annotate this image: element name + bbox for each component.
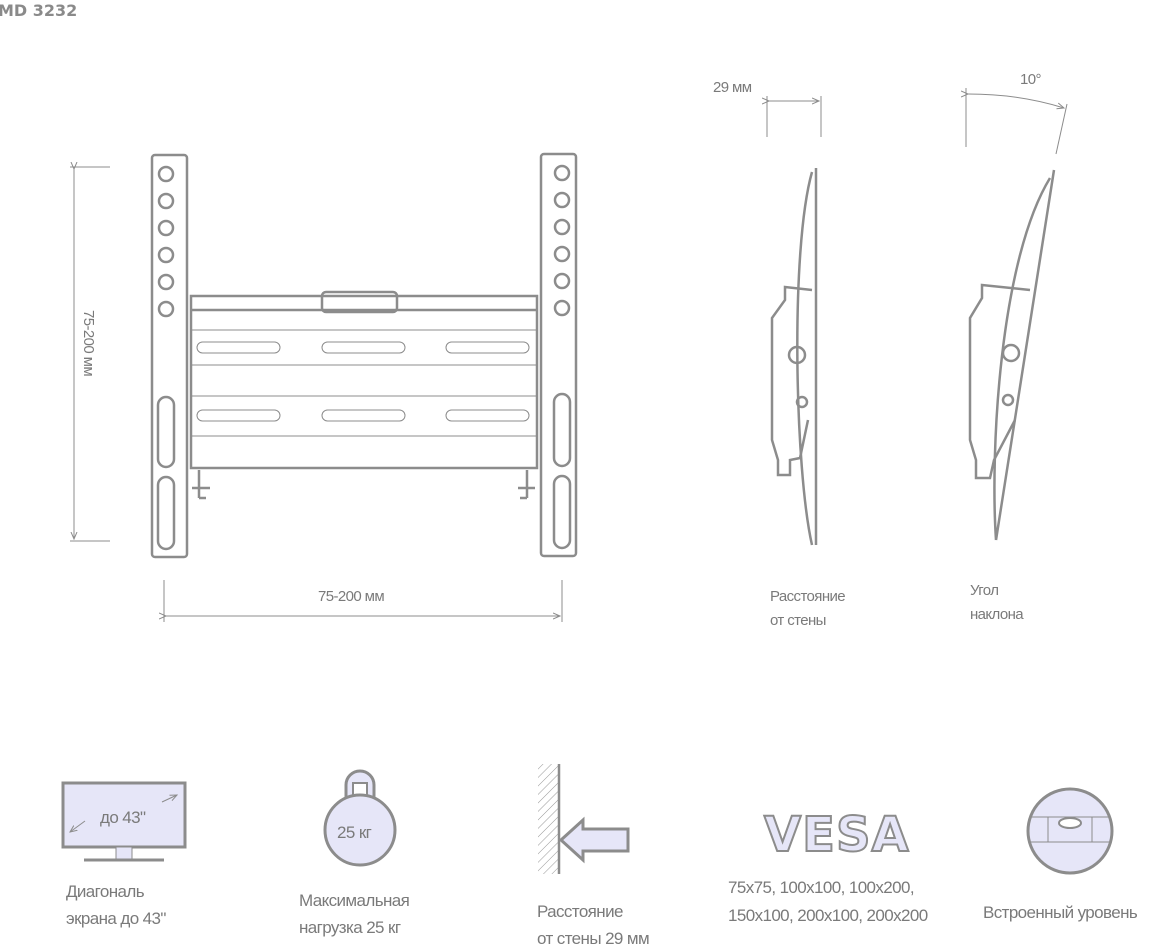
distance-caption-2: от стены <box>770 612 826 629</box>
bubble-level <box>320 290 399 314</box>
height-dimension: 75-200 мм <box>70 167 110 542</box>
height-label: 75-200 мм <box>80 310 97 376</box>
distance-caption: Расстояние <box>770 588 845 605</box>
feature-line: экрана до 43" <box>66 909 166 928</box>
feature-line: Расстояние <box>537 902 623 921</box>
feature-line: 150x100, 200x100, 200x200 <box>728 906 928 925</box>
feature-level: Встроенный уровень <box>983 787 1139 922</box>
wall-distance-icon <box>538 764 630 874</box>
feature-max-load: 25 кг Максимальная нагрузка 25 кг <box>299 769 410 937</box>
feature-screen-size: до 43" Диагональ экрана до 43" <box>61 781 187 928</box>
feature-line: нагрузка 25 кг <box>299 918 401 937</box>
feature-wall-distance: Расстояние от стены 29 мм <box>537 764 650 948</box>
feature-line: Максимальная <box>299 891 410 910</box>
right-bracket <box>539 152 578 558</box>
feature-line: 75x75, 100x100, 100x200, <box>728 878 914 897</box>
feature-line: Диагональ <box>66 882 145 901</box>
vesa-icon: VESA <box>764 807 910 863</box>
side-view-distance: 29 мм Расстояние от стены <box>713 79 846 629</box>
model-title: MD 3232 <box>0 1 77 20</box>
tilt-dimension: 10° <box>1020 71 1041 88</box>
feature-line: Встроенный уровень <box>983 903 1138 922</box>
feature-line: от стены 29 мм <box>537 929 649 948</box>
tilt-caption-2: наклона <box>970 606 1024 623</box>
front-view: 75-200 мм 75-200 мм <box>70 152 578 622</box>
width-dimension: 75-200 мм <box>164 580 563 622</box>
monitor-icon: до 43" <box>61 781 187 862</box>
monitor-icon-text: до 43" <box>100 808 146 827</box>
left-bracket <box>150 153 189 559</box>
weight-icon-text: 25 кг <box>337 823 372 842</box>
level-icon <box>1026 787 1114 875</box>
distance-dimension: 29 мм <box>713 79 752 96</box>
tilt-caption: Угол <box>970 582 998 599</box>
width-label: 75-200 мм <box>318 588 384 605</box>
wall-plate <box>189 290 539 500</box>
feature-vesa: VESA 75x75, 100x100, 100x200, 150x100, 2… <box>728 806 928 925</box>
side-view-tilt: 10° Угол наклона <box>966 71 1068 623</box>
weight-icon: 25 кг <box>323 769 397 867</box>
